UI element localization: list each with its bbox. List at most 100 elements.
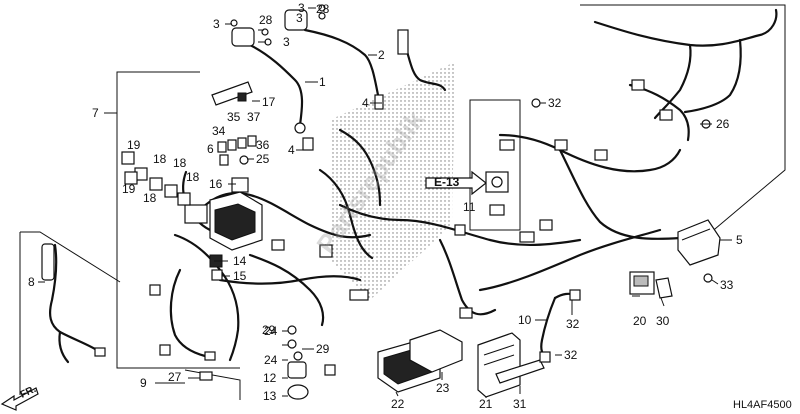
ref-e13-box xyxy=(425,170,509,196)
dotted-frame-plate xyxy=(330,62,455,300)
callout-9: 9 xyxy=(140,376,147,390)
ref-e13-label: E-13 xyxy=(434,175,460,189)
callout-4: 4 xyxy=(362,96,369,110)
callouts: 1 2 3 3 3 3 28 28 4 4 5 6 7 8 9 10 11 12… xyxy=(28,1,743,411)
callout-26: 26 xyxy=(716,117,730,131)
main-harness-right xyxy=(498,133,682,173)
main-harness-left-b xyxy=(173,233,240,362)
callout-14: 14 xyxy=(233,254,247,268)
sensor-2 xyxy=(284,9,384,110)
callout-32: 32 xyxy=(548,96,562,110)
callout-13: 13 xyxy=(263,389,277,403)
callout-22: 22 xyxy=(391,397,405,411)
harness-8 xyxy=(49,243,102,354)
callout-24: 24 xyxy=(264,353,278,367)
callout-31: 31 xyxy=(513,397,527,411)
sensor-wire-1 xyxy=(248,43,304,127)
front-arrow-icon xyxy=(0,387,39,411)
cover-31 xyxy=(495,359,545,384)
harness-8b xyxy=(58,330,70,364)
group-box-right xyxy=(580,4,786,251)
callout-8: 8 xyxy=(28,275,35,289)
callout-5: 5 xyxy=(736,233,743,247)
sensor-wire-4 xyxy=(403,43,447,92)
callout-11: 11 xyxy=(463,200,476,214)
callout-28: 28 xyxy=(316,2,330,16)
main-harness-lower xyxy=(438,238,497,316)
part-17 xyxy=(211,81,253,106)
sensor-1 xyxy=(231,27,306,134)
callout-24: 24 xyxy=(264,324,278,338)
ecu-unit-5 xyxy=(677,219,721,266)
callout-32: 32 xyxy=(564,348,578,362)
callout-1: 1 xyxy=(319,75,326,89)
callout-21: 21 xyxy=(479,397,493,411)
main-harness-mid-b xyxy=(318,168,374,260)
main-harness-left xyxy=(198,192,372,239)
cover-21 xyxy=(477,332,521,398)
callout-30: 30 xyxy=(656,314,670,328)
callout-15: 15 xyxy=(233,269,247,283)
upper-harness-branch xyxy=(593,8,778,47)
main-harness-right-b xyxy=(558,148,682,240)
relays-18-19 xyxy=(121,151,191,206)
callout-7: 7 xyxy=(92,106,99,120)
callout-27: 27 xyxy=(168,370,182,384)
callout-29: 29 xyxy=(262,323,276,337)
callout-32: 32 xyxy=(566,317,580,331)
callout-19: 19 xyxy=(127,138,141,152)
sensor-wire-4b xyxy=(338,128,382,207)
wire-10 xyxy=(540,296,557,360)
leader-lines xyxy=(38,7,732,398)
callout-28: 28 xyxy=(259,13,273,27)
relay-box xyxy=(184,191,263,251)
main-harness-left-c xyxy=(169,268,207,358)
upper-harness-branch-d xyxy=(628,83,690,142)
callout-4: 4 xyxy=(288,143,295,157)
callout-17: 17 xyxy=(262,95,276,109)
callout-3: 3 xyxy=(296,11,303,25)
cover-30 xyxy=(655,277,673,299)
callout-35: 35 xyxy=(227,110,241,124)
sensor-wire-2 xyxy=(303,28,380,97)
callout-36: 36 xyxy=(256,138,270,152)
callout-19: 19 xyxy=(122,182,136,196)
sensor-4 xyxy=(302,29,409,151)
callout-18: 18 xyxy=(153,152,167,166)
callout-3: 3 xyxy=(213,17,220,31)
callout-18: 18 xyxy=(173,156,187,170)
bracket-20 xyxy=(629,271,655,295)
group-box-8 xyxy=(20,231,121,283)
connectors-harness xyxy=(41,79,673,381)
callout-16: 16 xyxy=(209,177,223,191)
callout-37: 37 xyxy=(247,110,261,124)
callout-34: 34 xyxy=(212,124,226,138)
main-harness-lower-b xyxy=(478,228,662,292)
callout-2: 2 xyxy=(378,48,385,62)
part-13 xyxy=(287,384,309,400)
callout-6: 6 xyxy=(207,142,214,156)
upper-harness-branch-c xyxy=(653,43,692,120)
part-15 xyxy=(211,269,223,281)
callout-23: 23 xyxy=(436,381,450,395)
part-16 xyxy=(231,177,249,193)
callout-29: 29 xyxy=(316,342,330,356)
callout-3: 3 xyxy=(283,35,290,49)
part-12 xyxy=(287,361,307,379)
upper-harness-branch-b xyxy=(683,38,742,114)
group-box-7 xyxy=(116,71,240,369)
main-harness-mid xyxy=(338,203,582,246)
callout-12: 12 xyxy=(263,371,277,385)
fuses-34-37 xyxy=(217,135,257,166)
main-harness-bottom-b xyxy=(248,253,325,327)
callout-10: 10 xyxy=(518,313,532,327)
callout-18: 18 xyxy=(186,170,200,184)
diagram-code: HL4AF4500 xyxy=(733,399,792,411)
callout-20: 20 xyxy=(633,314,647,328)
callout-33: 33 xyxy=(720,278,734,292)
cover-23 xyxy=(409,329,463,373)
front-label: FR. xyxy=(19,384,38,401)
callout-3: 3 xyxy=(298,1,305,15)
